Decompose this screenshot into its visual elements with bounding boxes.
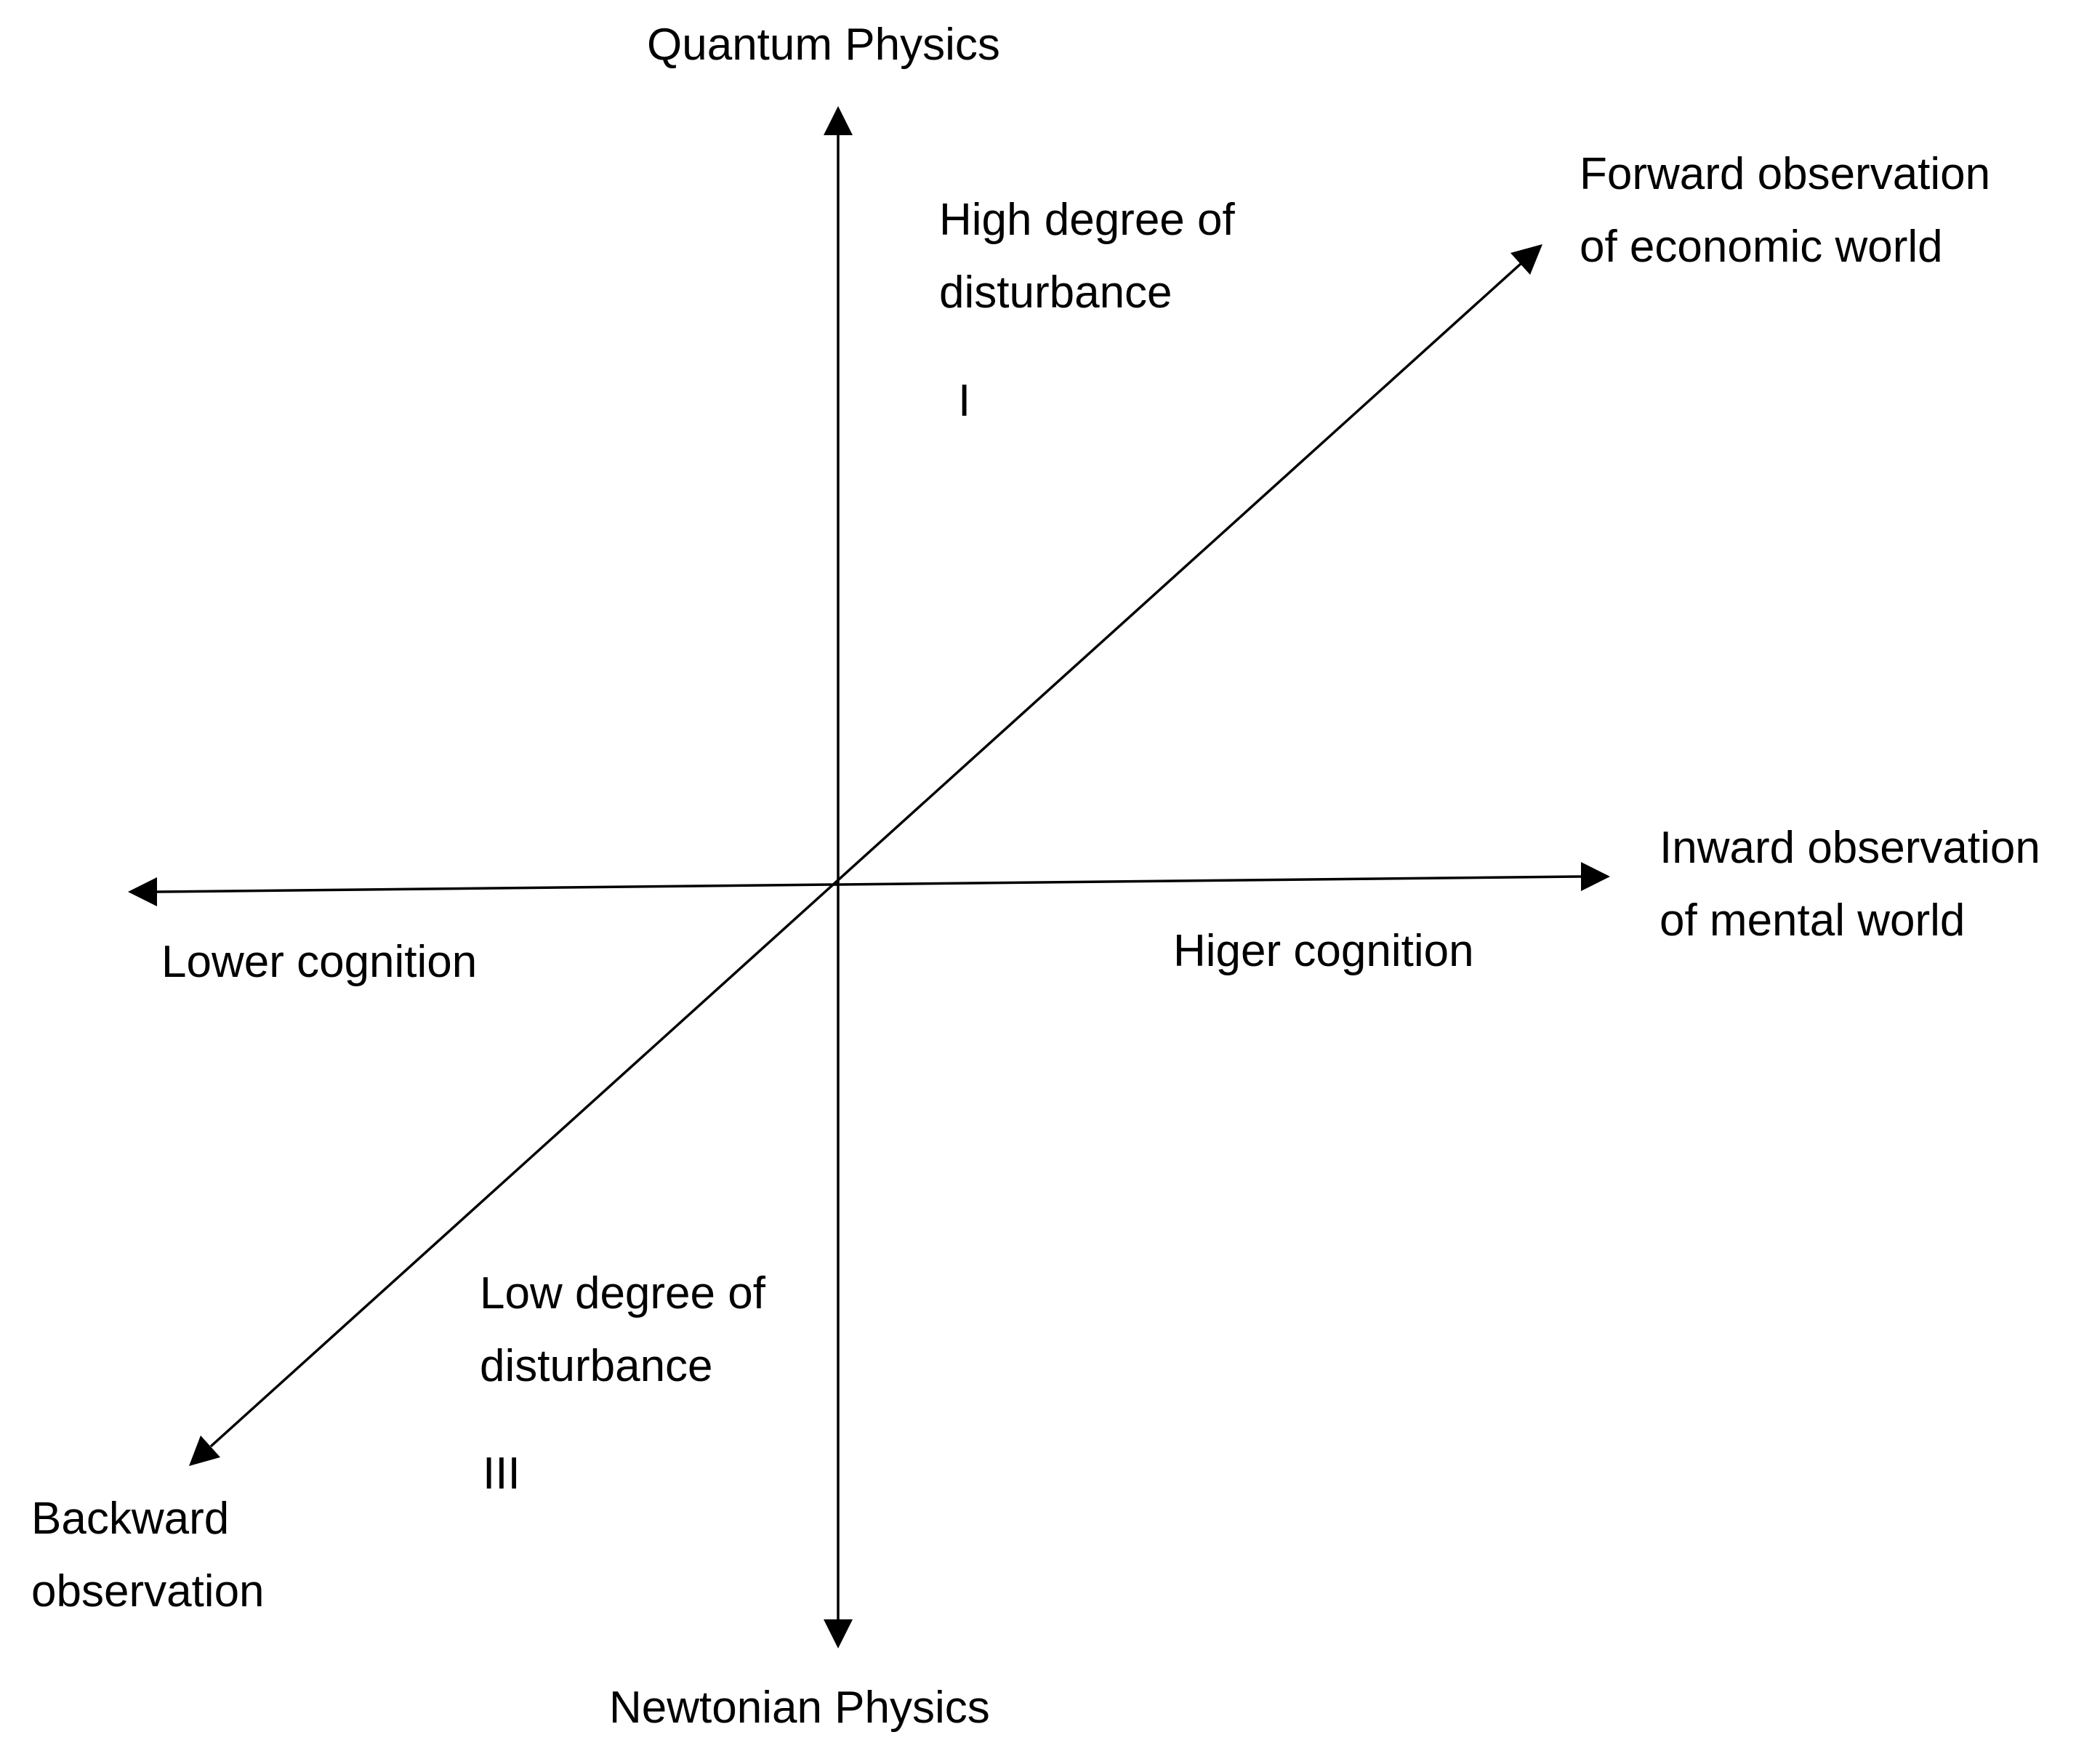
low-disturbance-line2: disturbance <box>480 1341 713 1391</box>
low-disturbance-line1: Low degree of <box>480 1268 765 1318</box>
axis-lines <box>156 135 1582 1619</box>
high-disturbance-line2: disturbance <box>939 267 1172 318</box>
quantum-physics-label: Quantum Physics <box>647 20 1000 70</box>
arrowhead-upper-right <box>1510 244 1542 275</box>
higher-cognition-label: Higer cognition <box>1173 926 1474 976</box>
newtonian-physics-label: Newtonian Physics <box>609 1683 990 1733</box>
inward-observation-line1: Inward observation <box>1660 823 2040 873</box>
forward-observation-line1: Forward observation <box>1580 149 1991 199</box>
forward-observation-line2: of economic world <box>1580 222 1943 272</box>
arrowhead-down <box>824 1619 853 1648</box>
arrowhead-up <box>824 106 853 135</box>
inward-observation-line2: of mental world <box>1660 895 1966 946</box>
arrowhead-left <box>128 877 157 906</box>
backward-observation-line1: Backward <box>31 1494 230 1544</box>
arrowhead-lower-left <box>189 1435 220 1466</box>
diagonal-axis-line <box>209 262 1522 1448</box>
lower-cognition-label: Lower cognition <box>161 937 478 987</box>
arrowheads <box>128 106 1610 1648</box>
region-numeral-one: I <box>958 376 971 426</box>
horizontal-axis-line <box>156 875 1582 893</box>
backward-observation-line2: observation <box>31 1566 265 1616</box>
arrowhead-right <box>1581 862 1610 891</box>
region-numeral-three: III <box>483 1449 520 1499</box>
high-disturbance-line1: High degree of <box>939 195 1235 245</box>
